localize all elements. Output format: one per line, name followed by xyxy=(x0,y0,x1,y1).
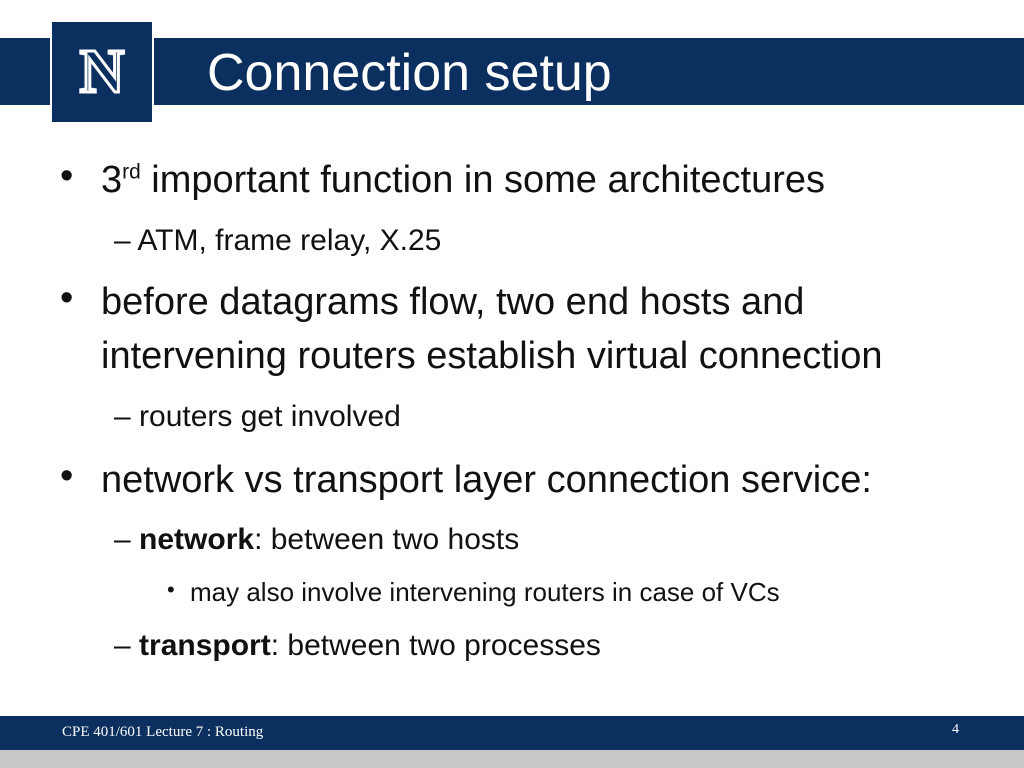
title-bar xyxy=(0,38,1024,105)
sub-bullet-bold-term: transport xyxy=(139,629,271,662)
sub-bullet-1-1: – ATM, frame relay, X.25 xyxy=(114,221,441,261)
dash: – xyxy=(114,629,131,662)
sub-bullet-bold-term: network xyxy=(139,523,255,556)
sub-sub-bullet-3-1-1: may also involve intervening routers in … xyxy=(190,577,780,607)
bullet-dot: • xyxy=(60,155,74,197)
sub-bullet-2-1: – routers get involved xyxy=(114,397,401,437)
bullet-2-line-2: intervening routers establish virtual co… xyxy=(101,335,883,377)
bullet-1-superscript: rd xyxy=(122,160,141,184)
footer-course-label: CPE 401/601 Lecture 7 : Routing xyxy=(62,724,264,740)
dash: – xyxy=(114,523,131,556)
bullet-dot: • xyxy=(60,455,74,497)
dash: – xyxy=(114,224,131,257)
sub-bullet-text: : between two hosts xyxy=(254,523,520,556)
sub-bullet-3-2: – transport: between two processes xyxy=(114,626,601,666)
sub-sub-bullet-dot: • xyxy=(167,577,175,602)
bullet-1-text: 3rd important function in some architect… xyxy=(101,154,825,206)
university-logo-n-icon: N xyxy=(50,20,154,124)
page-number: 4 xyxy=(952,722,959,737)
sub-bullet-text: : between two processes xyxy=(270,629,601,662)
sub-bullet-text: routers get involved xyxy=(139,400,401,433)
footer-bar: CPE 401/601 Lecture 7 : Routing 4 xyxy=(0,716,1024,750)
slide-title: Connection setup xyxy=(207,44,612,102)
bullet-1-number: 3 xyxy=(101,159,123,201)
sub-bullet-text: ATM, frame relay, X.25 xyxy=(137,224,442,257)
bullet-dot: • xyxy=(60,277,74,319)
svg-text:N: N xyxy=(80,38,125,106)
bullet-1-body: important function in some architectures xyxy=(140,159,826,201)
bullet-2-line-1: before datagrams flow, two end hosts and xyxy=(101,281,805,323)
sub-bullet-3-1: – network: between two hosts xyxy=(114,520,519,560)
bottom-strip xyxy=(0,750,1024,768)
dash: – xyxy=(114,400,131,433)
bullet-3-text: network vs transport layer connection se… xyxy=(101,459,872,501)
